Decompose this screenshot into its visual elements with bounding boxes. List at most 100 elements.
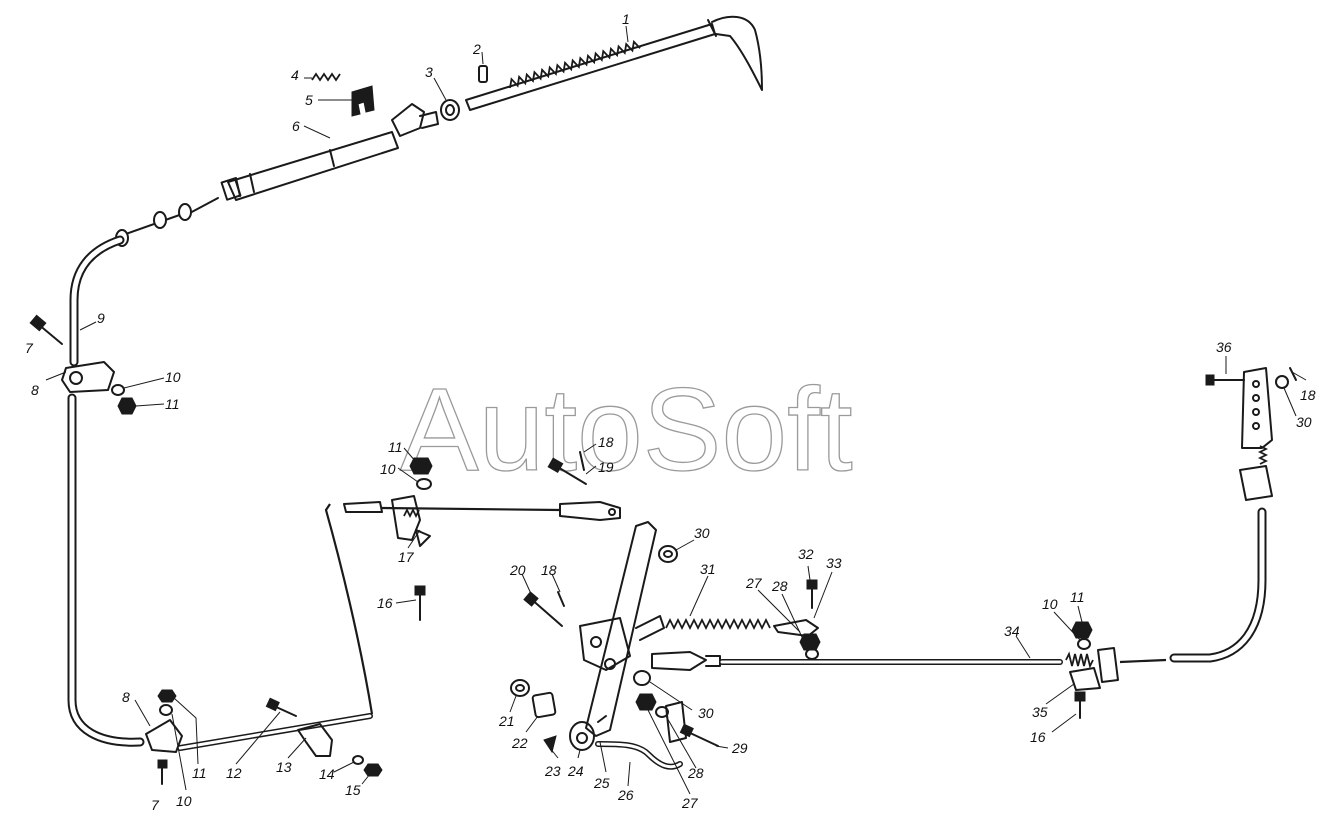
callout-30-top: 30	[694, 525, 710, 541]
part-27-nut-upper	[799, 633, 821, 651]
part-26-bent-rod	[595, 741, 683, 770]
callout-21: 21	[498, 713, 515, 729]
callout-32: 32	[798, 546, 814, 562]
part-17-rod-assembly	[343, 495, 621, 547]
part-11-nut-rear	[1071, 621, 1093, 639]
part-21-washer	[510, 679, 530, 697]
callout-5: 5	[305, 92, 313, 108]
callout-6: 6	[292, 118, 300, 134]
part-11-nut-upper	[117, 397, 137, 415]
part-10-washer-rear	[1077, 638, 1091, 650]
callout-10-middle: 10	[380, 461, 396, 477]
part-6-bracket	[220, 103, 439, 201]
part-22-bushing	[531, 691, 557, 719]
upper-cable-fittings	[115, 197, 219, 247]
part-brake-arm	[1241, 367, 1273, 449]
part-20-pin	[523, 591, 563, 627]
callout-30-middle: 30	[698, 705, 714, 721]
callout-36: 36	[1216, 339, 1232, 355]
part-18-cotter-rear	[1289, 367, 1297, 381]
callout-27-lower: 27	[681, 795, 699, 811]
part-13-bracket	[297, 723, 333, 757]
callout-30-rear: 30	[1296, 414, 1312, 430]
callout-9: 9	[97, 310, 105, 326]
callout-15: 15	[345, 782, 361, 798]
callout-18-lower: 18	[541, 562, 557, 578]
callout-34: 34	[1004, 623, 1020, 639]
part-12-bolt	[265, 697, 297, 717]
callout-11-lower: 11	[192, 765, 207, 781]
part-10-washer-middle	[416, 478, 432, 490]
part-1-hand-lever	[465, 15, 763, 111]
callout-20: 20	[509, 562, 526, 578]
part-2-pin	[478, 65, 488, 83]
part-11-nut-middle	[409, 457, 433, 475]
part-10-washer-lower	[159, 704, 173, 716]
callout-18-middle: 18	[598, 434, 614, 450]
part-15-nut	[363, 763, 383, 777]
callout-19: 19	[598, 459, 614, 475]
lower-cable-sheath	[67, 393, 145, 747]
rear-clevis	[1239, 445, 1273, 501]
part-23-grease-nipple	[543, 735, 557, 754]
callout-11-rear: 11	[1070, 589, 1085, 605]
callout-26: 26	[617, 787, 634, 803]
part-25-cotter	[597, 715, 607, 723]
part-7-bolt-lower	[157, 759, 168, 785]
part-5-pawl	[351, 85, 375, 117]
part-30-washer-rear	[1275, 375, 1289, 389]
callout-17: 17	[398, 549, 415, 565]
part-30-washer-middle	[633, 670, 651, 686]
callout-29: 29	[731, 740, 748, 756]
part-11-nut-lower	[157, 689, 177, 703]
part-34-rear-cable	[651, 647, 1167, 691]
callout-18-rear: 18	[1300, 387, 1316, 403]
callout-3: 3	[425, 64, 433, 80]
callout-23: 23	[544, 763, 561, 779]
part-36-pin	[1205, 374, 1245, 386]
part-14-washer	[352, 755, 364, 765]
callout-24: 24	[567, 763, 584, 779]
part-24-lever	[569, 521, 665, 751]
watermark-text: AutoSoft	[400, 364, 853, 496]
callout-11-middle: 11	[388, 439, 403, 455]
rear-cable-sheath	[1169, 507, 1267, 663]
callout-25: 25	[593, 775, 610, 791]
callout-4: 4	[291, 67, 299, 83]
lower-rod	[177, 713, 373, 751]
part-3-nut	[440, 99, 460, 121]
callout-7-lower: 7	[151, 797, 160, 813]
part-18-cotter-middle	[579, 451, 585, 471]
callout-10-upper: 10	[165, 369, 181, 385]
callout-28-lower: 28	[687, 765, 704, 781]
callout-31: 31	[700, 561, 716, 577]
callout-14: 14	[319, 766, 335, 782]
callout-27-upper: 27	[745, 575, 763, 591]
part-30-washer-top	[658, 545, 678, 563]
part-28-bracket-lower	[665, 701, 687, 743]
callout-22: 22	[511, 735, 528, 751]
callout-16-rear: 16	[1030, 729, 1046, 745]
callout-8-lower: 8	[122, 689, 130, 705]
connecting-cable	[324, 503, 374, 715]
part-32-bolt	[806, 579, 818, 609]
part-29-bolt	[679, 723, 719, 747]
callout-labels: 1 2 3 4 5 6 7 8 9 10 11 11 10 18 19 17 1…	[25, 11, 1316, 813]
callout-28-upper: 28	[771, 578, 788, 594]
part-16-bolt-rear	[1074, 691, 1086, 719]
callout-10-rear: 10	[1042, 596, 1058, 612]
part-28-washer-lower	[655, 706, 669, 718]
part-19-pin	[547, 457, 587, 485]
callout-1: 1	[622, 11, 630, 27]
callout-16-middle: 16	[377, 595, 393, 611]
part-27-nut-lower	[635, 693, 657, 711]
callout-13: 13	[276, 759, 292, 775]
callout-33: 33	[826, 555, 842, 571]
callout-12: 12	[226, 765, 242, 781]
leader-lines	[45, 25, 1307, 795]
callout-10-lower: 10	[176, 793, 192, 809]
part-4-spring	[311, 72, 341, 82]
callout-35: 35	[1032, 704, 1048, 720]
callout-8-upper: 8	[31, 382, 39, 398]
